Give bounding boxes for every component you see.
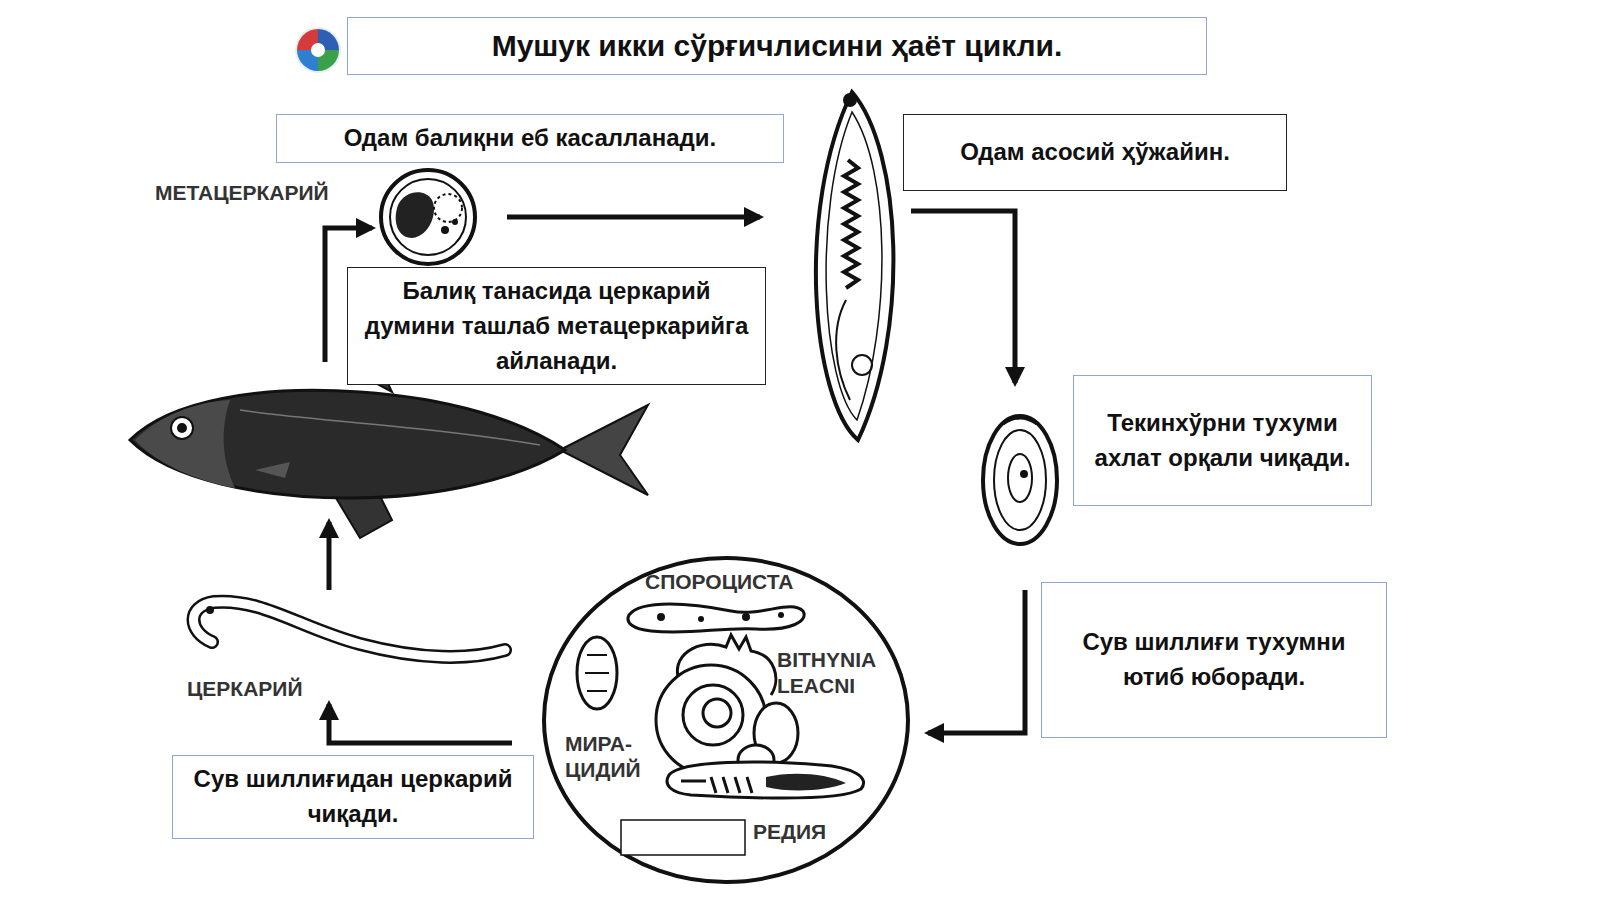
box-text: Балиқ танасида церкарий думини ташлаб ме… (360, 274, 753, 378)
adult-fluke (816, 92, 894, 440)
circle-illustration (541, 555, 911, 885)
stage-label: BITHYNIA LEACNI (777, 647, 902, 700)
fluke-egg (983, 416, 1057, 544)
box-text: Одам балиқни еб касалланади. (344, 121, 716, 156)
text-box: Текинхўрни тухуми ахлат орқали чиқади. (1073, 375, 1372, 506)
snail-stage-circle: СПОРОЦИСТА BITHYNIA LEACNI МИРА- ЦИДИЙ РЕДИ… (541, 555, 911, 885)
cercaria (194, 602, 506, 657)
stage-label: СПОРОЦИСТА (645, 569, 793, 595)
metacercaria-cyst (381, 170, 475, 264)
text-box: Одам асосий ҳўжайин. (903, 114, 1287, 191)
box-text: Сув шиллиғи тухумни ютиб юборади. (1054, 625, 1374, 695)
stage-label: МЕТАЦЕРКАРИЙ (155, 180, 329, 205)
stage-label: РЕДИЯ (753, 819, 826, 845)
title-box: Мушук икки сўрғичлисини ҳаёт цикли. (347, 17, 1207, 75)
box-text: Одам асосий ҳўжайин. (960, 135, 1230, 170)
logo (295, 27, 341, 73)
box-text: Сув шиллиғидан церкарий чиқади. (185, 762, 521, 832)
stage-label: ЦЕРКАРИЙ (187, 676, 303, 701)
text-box: Одам балиқни еб касалланади. (276, 114, 784, 163)
box-text: Текинхўрни тухуми ахлат орқали чиқади. (1086, 406, 1359, 476)
text-box: Сув шиллиғи тухумни ютиб юборади. (1041, 582, 1387, 738)
stage-label: МИРА- ЦИДИЙ (565, 731, 657, 784)
text-box: Сув шиллиғидан церкарий чиқади. (172, 755, 534, 839)
title-text: Мушук икки сўрғичлисини ҳаёт цикли. (492, 24, 1063, 68)
fish (130, 362, 648, 538)
text-box: Балиқ танасида церкарий думини ташлаб ме… (347, 267, 766, 385)
